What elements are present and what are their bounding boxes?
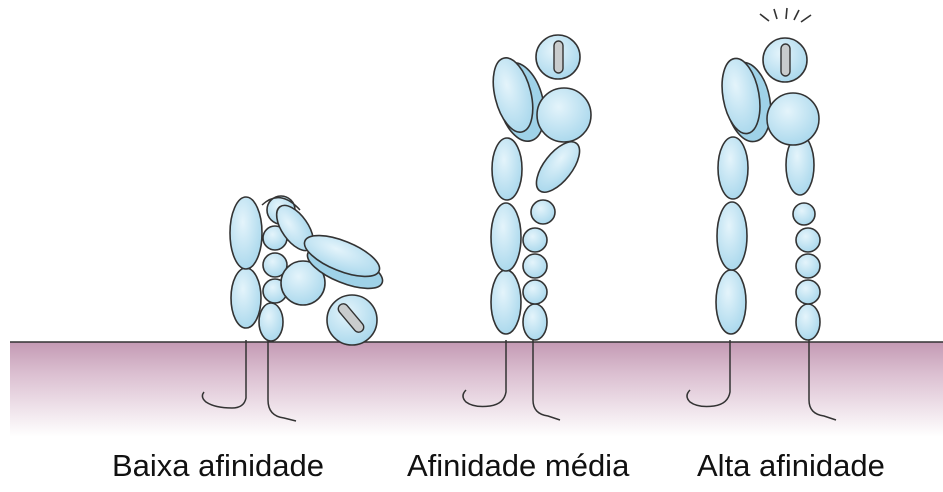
beta-egf-1 xyxy=(523,280,547,304)
ligand-site-pill xyxy=(781,44,790,76)
cell-membrane xyxy=(10,342,943,437)
caption-high-affinity: Alta afinidade xyxy=(697,448,885,484)
beta-egf-1 xyxy=(796,280,820,304)
beta-hybrid-domain xyxy=(528,135,587,200)
alpha-leg-upper xyxy=(718,137,748,199)
alpha-leg-upper xyxy=(492,138,522,200)
beta-leg-base xyxy=(796,304,820,340)
ligand-site-pill xyxy=(554,41,563,73)
beta-i-domain xyxy=(537,88,591,142)
alpha-leg-middle xyxy=(717,202,747,270)
alpha-leg-lower xyxy=(231,268,261,328)
alpha-leg-middle xyxy=(491,203,521,271)
beta-egf-3 xyxy=(796,228,820,252)
beta-egf-3 xyxy=(523,228,547,252)
beta-egf-4 xyxy=(531,200,555,224)
beta-egf-2 xyxy=(796,254,820,278)
caption-low-affinity: Baixa afinidade xyxy=(112,448,324,484)
beta-egf-2 xyxy=(523,254,547,278)
alpha-leg-lower xyxy=(716,270,746,334)
alpha-leg-upper xyxy=(230,197,262,269)
beta-egf-4 xyxy=(793,203,815,225)
beta-leg-base xyxy=(523,304,547,340)
activation-sparkle-icon xyxy=(760,8,811,22)
beta-leg-base xyxy=(259,303,283,341)
caption-medium-affinity: Afinidade média xyxy=(407,448,629,484)
beta-i-domain xyxy=(767,93,819,145)
alpha-leg-lower xyxy=(491,270,521,334)
